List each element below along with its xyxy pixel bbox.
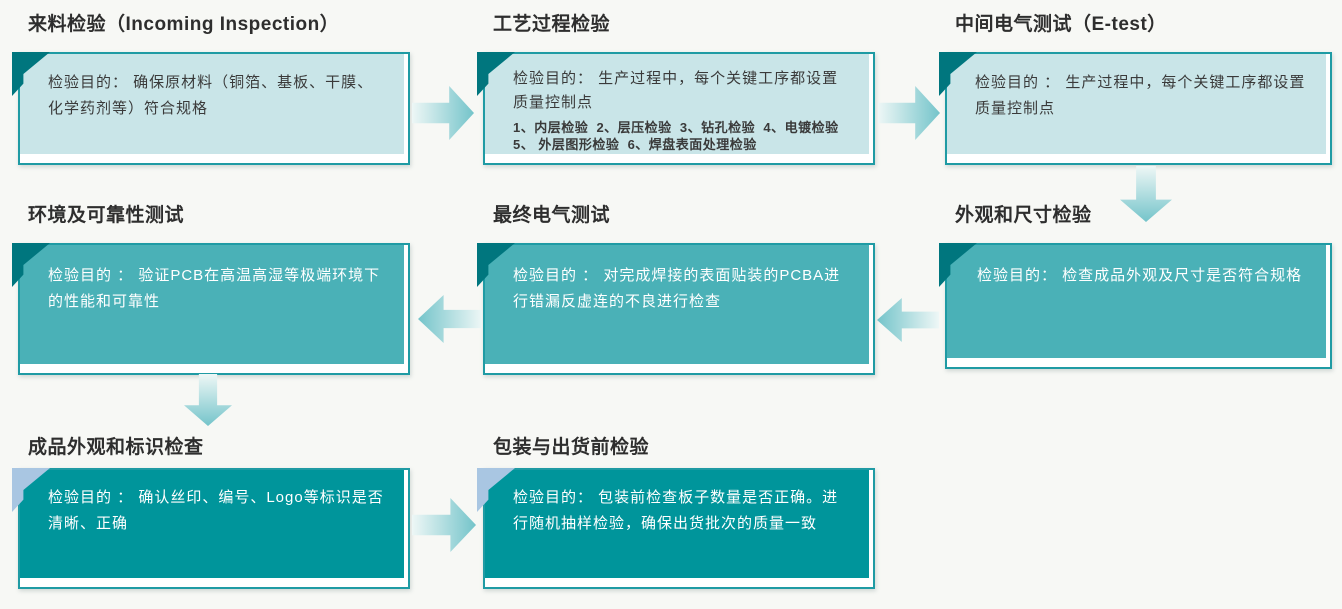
node-list-line: 1、内层检验 2、层压检验 3、钻孔检验 4、电镀检验 <box>513 119 839 135</box>
node-body-text: 检验目的 ： 确认丝印、编号、Logo等标识是否清晰、正确 <box>48 489 384 532</box>
node-body-area: 检验目的： 确保原材料（铜箔、基板、干膜、化学药剂等）符合规格 <box>20 54 404 154</box>
node-list-line: 5、 外层图形检验 6、焊盘表面处理检验 <box>513 137 757 153</box>
flow-arrow-right-icon <box>412 498 476 552</box>
node-body-text: 检验目的 ： 生产过程中，每个关键工序都设置质量控制点 <box>975 74 1306 117</box>
node-finished-marking-check: 成品外观和标识检查 检验目的 ： 确认丝印、编号、Logo等标识是否清晰、正确 <box>12 437 410 589</box>
node-body-text: 检验目的： 确保原材料（铜箔、基板、干膜、化学药剂等）符合规格 <box>48 74 374 117</box>
node-title-environment-reliability-test: 环境及可靠性测试 <box>28 205 185 226</box>
node-body-area: 检验目的： 生产过程中，每个关键工序都设置质量控制点 1、内层检验 2、层压检验… <box>485 54 869 154</box>
node-packing-preshipment-inspection: 包装与出货前检验 检验目的： 包装前检查板子数量是否正确。进行随机抽样检验，确保… <box>477 437 875 589</box>
node-box: 检验目的： 包装前检查板子数量是否正确。进行随机抽样检验，确保出货批次的质量一致 <box>477 468 875 589</box>
node-box: 检验目的 ： 对完成焊接的表面贴装的PCBA进行错漏反虚连的不良进行检查 <box>477 243 875 375</box>
node-title-appearance-dimension-inspection: 外观和尺寸检验 <box>955 205 1092 226</box>
node-box: 检验目的： 检查成品外观及尺寸是否符合规格 <box>939 243 1332 369</box>
node-process-inspection: 工艺过程检验 检验目的： 生产过程中，每个关键工序都设置质量控制点 1、内层检验… <box>477 14 875 165</box>
flow-arrow-right-icon <box>412 86 474 140</box>
flow-arrow-left-icon <box>877 298 939 342</box>
node-box: 检验目的 ： 确认丝印、编号、Logo等标识是否清晰、正确 <box>12 468 410 589</box>
node-body-text: 检验目的 ： 验证PCB在高温高湿等极端环境下的性能和可靠性 <box>48 267 381 310</box>
flow-arrow-down-icon <box>1120 166 1172 222</box>
flow-arrow-left-icon <box>418 295 482 343</box>
node-etest: 中间电气测试（E-test） 检验目的 ： 生产过程中，每个关键工序都设置质量控… <box>939 14 1332 165</box>
node-body-area: 检验目的 ： 验证PCB在高温高湿等极端环境下的性能和可靠性 <box>20 245 404 364</box>
flow-arrow-right-icon <box>878 86 940 140</box>
node-final-electrical-test: 最终电气测试 检验目的 ： 对完成焊接的表面贴装的PCBA进行错漏反虚连的不良进… <box>477 205 875 375</box>
node-body-text: 检验目的 ： 对完成焊接的表面贴装的PCBA进行错漏反虚连的不良进行检查 <box>513 267 841 310</box>
node-title-packing-preshipment-inspection: 包装与出货前检验 <box>493 437 650 458</box>
node-box: 检验目的 ： 生产过程中，每个关键工序都设置质量控制点 <box>939 52 1332 165</box>
node-title-finished-marking-check: 成品外观和标识检查 <box>28 437 204 458</box>
node-box: 检验目的 ： 验证PCB在高温高湿等极端环境下的性能和可靠性 <box>12 243 410 375</box>
node-body-area: 检验目的 ： 确认丝印、编号、Logo等标识是否清晰、正确 <box>20 470 404 578</box>
flow-arrow-down-icon <box>184 374 232 426</box>
node-body-area: 检验目的 ： 生产过程中，每个关键工序都设置质量控制点 <box>947 54 1326 154</box>
node-incoming-inspection: 来料检验（Incoming Inspection） 检验目的： 确保原材料（铜箔… <box>12 14 410 165</box>
node-box: 检验目的： 确保原材料（铜箔、基板、干膜、化学药剂等）符合规格 <box>12 52 410 165</box>
node-body-text: 检验目的： 包装前检查板子数量是否正确。进行随机抽样检验，确保出货批次的质量一致 <box>513 489 839 532</box>
node-body-area: 检验目的： 包装前检查板子数量是否正确。进行随机抽样检验，确保出货批次的质量一致 <box>485 470 869 578</box>
node-title-process-inspection: 工艺过程检验 <box>493 14 611 35</box>
node-environment-reliability-test: 环境及可靠性测试 检验目的 ： 验证PCB在高温高湿等极端环境下的性能和可靠性 <box>12 205 410 375</box>
node-title-incoming-inspection: 来料检验（Incoming Inspection） <box>28 14 340 35</box>
node-body-area: 检验目的： 检查成品外观及尺寸是否符合规格 <box>947 245 1326 358</box>
node-appearance-dimension-inspection: 外观和尺寸检验 检验目的： 检查成品外观及尺寸是否符合规格 <box>939 205 1332 369</box>
node-box: 检验目的： 生产过程中，每个关键工序都设置质量控制点 1、内层检验 2、层压检验… <box>477 52 875 165</box>
node-list: 1、内层检验 2、层压检验 3、钻孔检验 4、电镀检验 5、 外层图形检验 6、… <box>513 119 849 154</box>
node-body-text: 检验目的： 生产过程中，每个关键工序都设置质量控制点 <box>513 70 839 112</box>
node-title-final-electrical-test: 最终电气测试 <box>493 205 611 226</box>
node-body-text: 检验目的： 检查成品外观及尺寸是否符合规格 <box>977 267 1303 284</box>
node-title-etest: 中间电气测试（E-test） <box>955 14 1167 35</box>
node-body-area: 检验目的 ： 对完成焊接的表面贴装的PCBA进行错漏反虚连的不良进行检查 <box>485 245 869 364</box>
